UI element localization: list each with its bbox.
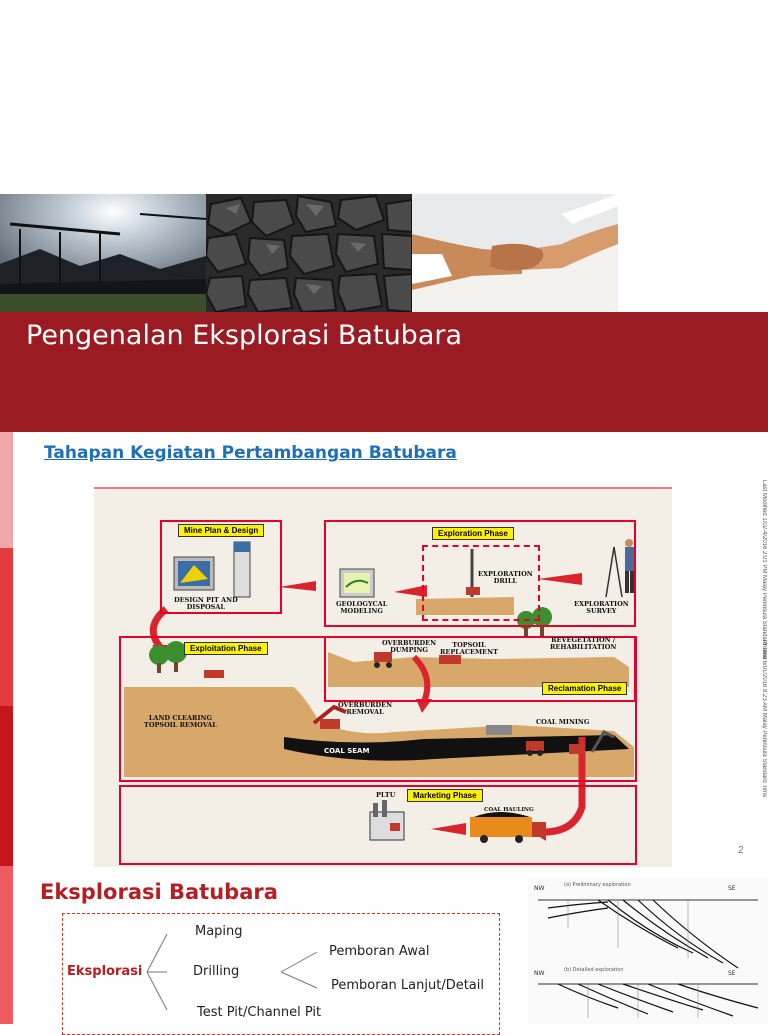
coal-lumps-photo — [206, 194, 412, 312]
page-number: 2 — [738, 845, 744, 856]
reclamation-tag: Reclamation Phase — [542, 682, 628, 695]
cross-section-nw-top: NW — [534, 885, 544, 892]
mine-plan-box — [160, 520, 282, 614]
maping-item: Maping — [195, 924, 243, 939]
pemboran-awal-item: Pemboran Awal — [329, 944, 430, 959]
coal-seam-label: COAL SEAM — [324, 747, 369, 755]
geo-modeling-label: GEOLOGYCAL MODELING — [336, 600, 388, 616]
exploitation-tag: Exploitation Phase — [184, 642, 268, 655]
exploration-section-title: Eksplorasi Batubara — [40, 880, 278, 904]
cross-section-caption-b: (b) Detailed exploration — [564, 967, 624, 973]
overburden-removal-label: OVERBURDEN REMOVAL — [338, 701, 393, 717]
side-stripe-4 — [0, 866, 13, 1024]
exploration-box — [324, 520, 636, 627]
revegetation-label: REVEGETATION / REHABILITATION — [550, 636, 617, 652]
design-pit-label: DESIGN PIT AND DISPOSAL — [174, 596, 238, 612]
exploration-tag: Exploration Phase — [432, 527, 514, 540]
cross-section-se-bottom: SE — [728, 970, 736, 977]
cross-section-se-top: SE — [728, 885, 736, 892]
test-pit-item: Test Pit/Channel Pit — [197, 1005, 322, 1020]
mining-site-photo — [0, 194, 206, 312]
mine-plan-tag: Mine Plan & Design — [178, 524, 265, 537]
exploration-drill-label: EXPLORATION DRILL — [478, 570, 533, 586]
side-stripe-2 — [0, 548, 13, 706]
coal-hauling-label: COAL HAULING — [484, 807, 534, 813]
section-subtitle: Tahapan Kegiatan Pertambangan Batubara — [44, 443, 457, 463]
exploration-survey-label: EXPLORATION SURVEY — [574, 600, 629, 616]
cross-section-caption-a: (a) Preliminary exploration — [564, 882, 631, 888]
eksplorasi-root: Eksplorasi — [67, 964, 143, 979]
side-stripe-3 — [0, 706, 13, 866]
geologic-cross-section: NW SE (a) Preliminary exploration NW SE … — [528, 878, 768, 1024]
reclamation-box — [324, 636, 636, 702]
overburden-dumping-label: OVERBURDEN DUMPING — [382, 639, 437, 655]
last-modified-note: Last Modified 1/02-4/2016 2:01 PM Malay … — [761, 480, 767, 660]
handshake-photo — [412, 194, 618, 312]
coal-mining-label: COAL MINING — [536, 718, 590, 726]
exploration-drill-dashed-box — [422, 545, 540, 621]
side-stripe-1 — [0, 432, 13, 548]
cross-section-nw-bottom: NW — [534, 970, 544, 977]
marketing-box — [119, 785, 637, 865]
mining-phases-diagram: COAL SEAM Mine Plan & Design Exploration… — [94, 487, 672, 867]
slide-title: Pengenalan Eksplorasi Batubara — [26, 320, 463, 351]
exploration-tree-box: Eksplorasi Maping Drilling Test Pit/Chan… — [62, 913, 500, 1035]
printed-note: Printed 6/01/2016 8:23 AM Malay Peninsul… — [761, 640, 767, 798]
drilling-item: Drilling — [193, 964, 240, 979]
pltu-label: PLTU — [376, 791, 396, 799]
marketing-tag: Marketing Phase — [407, 789, 483, 802]
land-clearing-label: LAND CLEARING TOPSOIL REMOVAL — [144, 714, 217, 730]
pemboran-lanjut-item: Pemboran Lanjut/Detail — [331, 978, 484, 993]
title-banner — [0, 312, 768, 432]
topsoil-replacement-label: TOPSOIL REPLACEMENT — [440, 641, 498, 657]
